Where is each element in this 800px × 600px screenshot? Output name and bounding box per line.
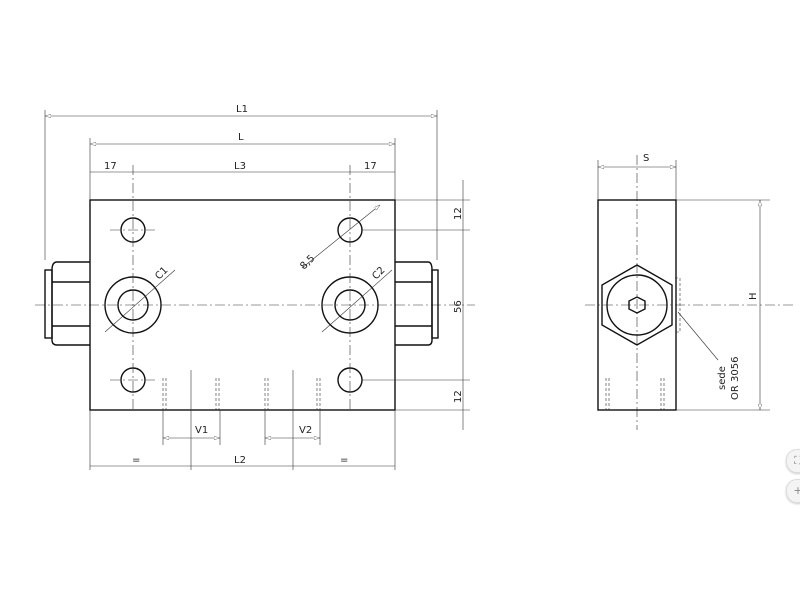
dim-s: S [643, 153, 649, 164]
front-view: L1 L 17 L3 17 12 56 12 V1 V2 = L2 = 8,5 … [35, 104, 475, 470]
dim-l1: L1 [236, 104, 248, 115]
side-view: S H sede OR 3056 [585, 153, 795, 430]
fit-icon: ⛶ [794, 454, 800, 467]
dim-eq-left: = [132, 455, 140, 466]
label-c2: C2 [370, 265, 387, 282]
dim-17-left: 17 [104, 161, 117, 172]
dim-l: L [238, 132, 244, 143]
hex-socket [628, 296, 646, 314]
dim-eq-right: = [340, 455, 348, 466]
dim-12-bottom: 12 [453, 390, 464, 403]
seat-label-line1: sede [717, 366, 728, 390]
label-c1: C1 [153, 265, 170, 282]
seat-label-line2: OR 3056 [730, 357, 741, 400]
plus-icon: + [793, 484, 800, 497]
dim-l2: L2 [234, 455, 246, 466]
dim-12-top: 12 [453, 207, 464, 220]
dim-hole-diameter: 8,5 [298, 253, 317, 272]
dim-l3: L3 [234, 161, 246, 172]
dim-56: 56 [453, 300, 464, 313]
fit-view-button[interactable]: ⛶ [786, 449, 800, 473]
hex-plug [601, 264, 673, 346]
zoom-in-button[interactable]: + [786, 479, 800, 503]
dim-17-right: 17 [364, 161, 377, 172]
dim-v2: V2 [299, 425, 312, 436]
dim-h: H [748, 292, 759, 300]
right-fitting [395, 261, 439, 346]
dim-v1: V1 [195, 425, 208, 436]
left-fitting [44, 261, 90, 346]
valve-body [89, 199, 396, 411]
